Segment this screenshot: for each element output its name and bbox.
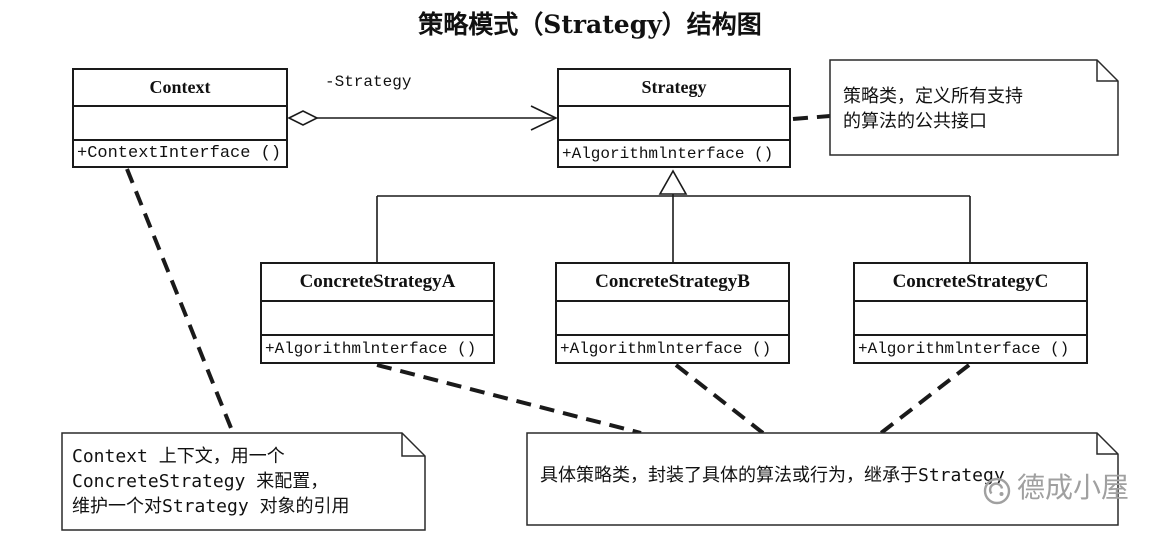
note-line: 具体策略类，封装了具体的算法或行为，继承于Strategy	[540, 465, 1005, 486]
aggregation-diamond	[287, 110, 319, 126]
wechat-icon	[982, 476, 1012, 511]
class-name: ConcreteStrategyB	[557, 264, 788, 302]
class-attributes-compartment	[855, 302, 1086, 336]
note-line: Context 上下文，用一个	[72, 446, 285, 467]
class-name: ConcreteStrategyA	[262, 264, 493, 302]
class-operation: +Algorithmlnterface ()	[560, 340, 772, 358]
note-context: Context 上下文，用一个 ConcreteStrategy 来配置， 维护…	[72, 444, 350, 519]
note-connector-concrete-c	[879, 363, 971, 435]
note-line: 策略类，定义所有支持	[843, 86, 1023, 107]
note-context-shape	[61, 432, 426, 531]
note-connector-concrete-a	[376, 363, 642, 435]
note-connector-strategy	[792, 114, 831, 121]
association-role-label: -Strategy	[325, 73, 412, 91]
watermark-text: 德成小屋	[1017, 471, 1130, 504]
class-name: ConcreteStrategyC	[855, 264, 1086, 302]
note-line: ConcreteStrategy 来配置，	[72, 471, 329, 492]
class-attributes-compartment	[262, 302, 493, 336]
class-attributes-compartment	[74, 107, 286, 141]
class-attributes-compartment	[557, 302, 788, 336]
class-concrete-strategy-a: ConcreteStrategyA +Algorithmlnterface ()	[260, 262, 495, 364]
class-concrete-strategy-c: ConcreteStrategyC +Algorithmlnterface ()	[853, 262, 1088, 364]
diagram-title: 策略模式（Strategy）结构图	[418, 10, 762, 39]
note-strategy-shape	[829, 59, 1119, 156]
class-concrete-strategy-b: ConcreteStrategyB +Algorithmlnterface ()	[555, 262, 790, 364]
note-connector-concrete-b	[674, 363, 765, 435]
class-name: Strategy	[559, 70, 789, 107]
generalization-triangle	[658, 169, 688, 195]
class-operation: +Algorithmlnterface ()	[858, 340, 1070, 358]
class-name: Context	[74, 70, 286, 107]
class-attributes-compartment	[559, 107, 789, 141]
class-context: Context +ContextInterface ()	[72, 68, 288, 168]
class-operation: +Algorithmlnterface ()	[265, 340, 477, 358]
note-line: 的算法的公共接口	[843, 111, 987, 132]
association-arrowhead	[530, 105, 558, 131]
class-operation: +Algorithmlnterface ()	[562, 144, 774, 163]
class-operation: +ContextInterface ()	[77, 144, 282, 163]
note-strategy: 策略类，定义所有支持 的算法的公共接口	[843, 84, 1023, 134]
class-strategy: Strategy +Algorithmlnterface ()	[557, 68, 791, 168]
note-connector-context	[125, 168, 235, 434]
note-line: 维护一个对Strategy 对象的引用	[72, 496, 350, 517]
note-concrete: 具体策略类，封装了具体的算法或行为，继承于Strategy	[540, 463, 1005, 488]
note-concrete-shape	[526, 432, 1119, 526]
